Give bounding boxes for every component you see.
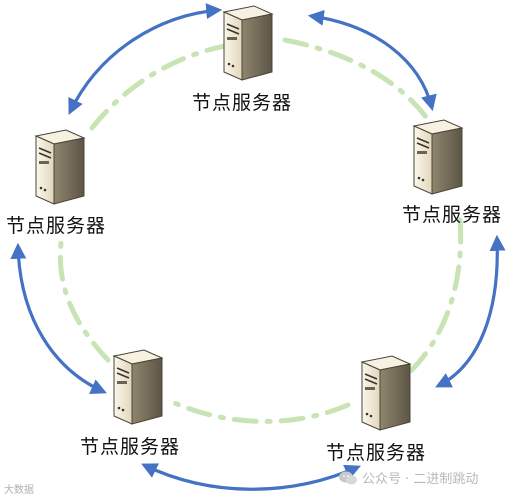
ring-link-bottomright-bottomleft — [165, 397, 351, 424]
arrow-group — [10, 3, 506, 491]
arrow-bottomright-bottomleft — [141, 463, 361, 491]
wechat-icon — [339, 471, 357, 484]
arrow-right-bottomright — [435, 234, 506, 388]
watermark-left: 大数据 — [4, 481, 34, 496]
server-icon — [223, 5, 273, 81]
node-label-top: 节点服务器 — [192, 92, 293, 114]
arrow-left-top — [68, 3, 223, 115]
arrow-top-right — [307, 9, 437, 112]
node-label-bottom-right: 节点服务器 — [326, 442, 427, 464]
watermark-right: 公众号 · 二进制跳动 — [338, 468, 478, 487]
server-icon — [413, 119, 463, 195]
server-icon — [113, 349, 163, 425]
node-label-left: 节点服务器 — [6, 215, 107, 237]
ring-link-right-bottomright — [395, 217, 464, 385]
server-icon — [361, 355, 411, 431]
server-icon — [35, 129, 85, 205]
node-label-right: 节点服务器 — [402, 204, 503, 226]
ring-link-bottomleft-left — [57, 232, 111, 363]
node-label-bottom-left: 节点服务器 — [80, 436, 181, 458]
watermark-left-text: 大数据 — [4, 485, 34, 496]
arrow-bottomleft-left — [10, 242, 107, 395]
watermark-right-text: 公众号 · 二进制跳动 — [362, 472, 479, 487]
